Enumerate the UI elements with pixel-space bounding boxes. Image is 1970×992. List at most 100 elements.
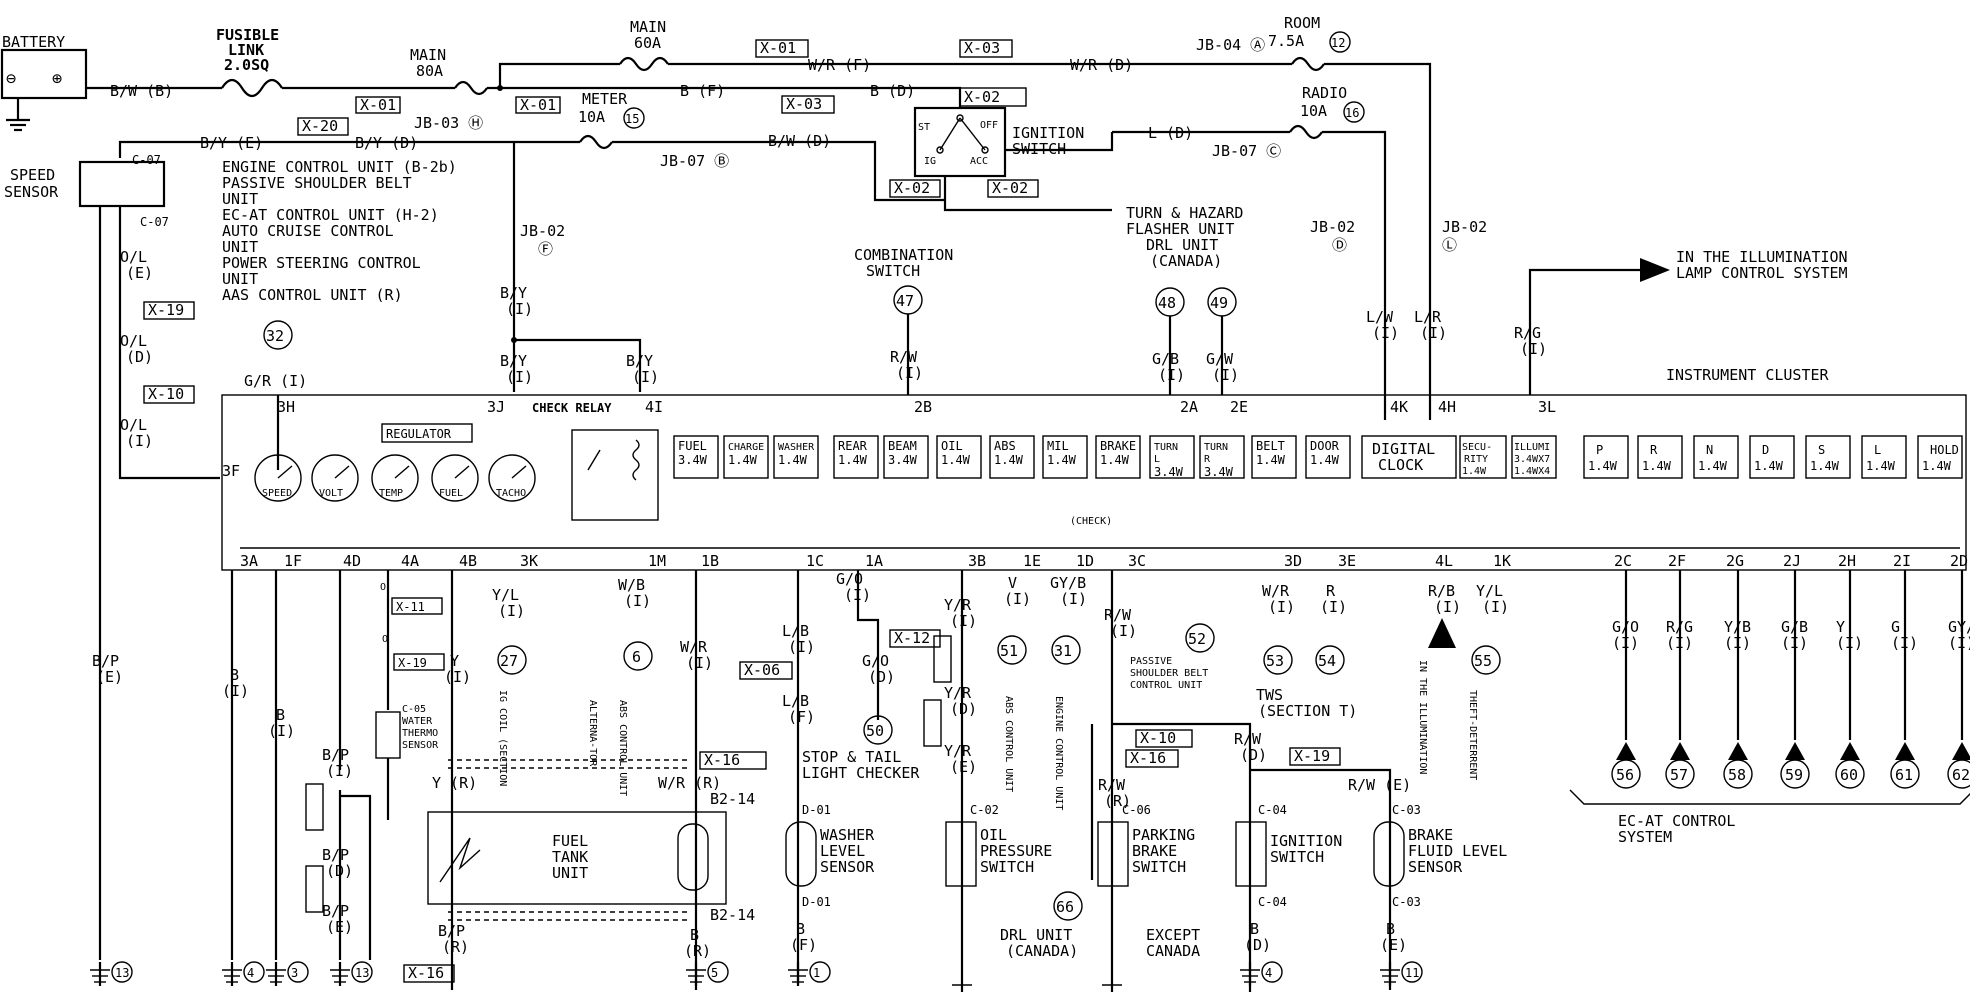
svg-text:C-04: C-04 bbox=[1258, 803, 1287, 817]
lamp-watt: 1.4W bbox=[1310, 453, 1340, 467]
svg-text:TWS(SECTION T): TWS(SECTION T) bbox=[1256, 686, 1357, 720]
lamp-name: BRAKE bbox=[1100, 439, 1136, 453]
lamp-watt: 1.4W bbox=[838, 453, 868, 467]
connector-x01-b: X-01 bbox=[520, 96, 556, 114]
svg-text:C-06: C-06 bbox=[1122, 803, 1151, 817]
svg-text:48: 48 bbox=[1158, 294, 1176, 312]
at-lamp-p: P1.4W bbox=[1583, 435, 1629, 479]
svg-text:X-03: X-03 bbox=[964, 39, 1000, 57]
at-wire-label: G/B(I) bbox=[1781, 618, 1808, 652]
svg-text:X-16: X-16 bbox=[1130, 749, 1166, 767]
svg-text:B2-14: B2-14 bbox=[710, 790, 755, 808]
pin-bottom-2D: 2D bbox=[1950, 552, 1968, 570]
svg-text:C-04: C-04 bbox=[1258, 895, 1287, 909]
svg-text:B(I): B(I) bbox=[268, 706, 295, 740]
svg-text:X-10: X-10 bbox=[148, 385, 184, 403]
pin-bottom-1A: 1A bbox=[865, 552, 883, 570]
instrument-cluster bbox=[221, 394, 1967, 571]
svg-text:ABS CONTROL UNIT: ABS CONTROL UNIT bbox=[617, 700, 628, 796]
svg-text:O: O bbox=[380, 582, 386, 593]
jb07c: JB-07 Ⓒ bbox=[1212, 142, 1281, 160]
pin-bottom-2J: 2J bbox=[1783, 552, 1801, 570]
svg-text:C-03: C-03 bbox=[1392, 895, 1421, 909]
lamp-name: REAR bbox=[838, 439, 868, 453]
gauge-label: SPEED bbox=[262, 488, 292, 499]
lamp-watt: 3.4W bbox=[888, 453, 918, 467]
pin-top-2E: 2E bbox=[1230, 398, 1248, 416]
at-lamp-d: D1.4W bbox=[1749, 435, 1795, 479]
svg-text:THEFT-DETERRENT: THEFT-DETERRENT bbox=[1467, 690, 1478, 780]
pin-top-4H: 4H bbox=[1438, 398, 1456, 416]
svg-text:B(F): B(F) bbox=[790, 920, 817, 954]
svg-text:15: 15 bbox=[625, 112, 639, 126]
pin-bottom-1B: 1B bbox=[701, 552, 719, 570]
at-connector-61: 61 bbox=[1895, 766, 1913, 784]
pin-top-4I: 4I bbox=[645, 398, 663, 416]
svg-text:B(I): B(I) bbox=[222, 666, 249, 700]
svg-text:ALTERNA-TOR: ALTERNA-TOR bbox=[587, 700, 598, 767]
pin-top-3L: 3L bbox=[1538, 398, 1556, 416]
lamp-watt: 1.4W bbox=[994, 453, 1024, 467]
jb07b: JB-07 Ⓑ bbox=[660, 152, 729, 170]
at-lamp-name: R bbox=[1650, 443, 1658, 457]
instrument-cluster-title: INSTRUMENT CLUSTER bbox=[1666, 366, 1830, 384]
lamp-watt: 3.4W bbox=[1154, 465, 1184, 479]
svg-text:R/W(R): R/W(R) bbox=[1098, 776, 1131, 810]
at-lamp-watt: 1.4W bbox=[1642, 459, 1672, 473]
svg-text:IG: IG bbox=[924, 156, 936, 167]
pin-bottom-1K: 1K bbox=[1493, 552, 1511, 570]
at-lamp-watt: 1.4W bbox=[1922, 459, 1952, 473]
lamp-watt: 3.4W bbox=[678, 453, 708, 467]
svg-text:R/W(D): R/W(D) bbox=[1234, 730, 1267, 764]
lamp-watt: 1.4W bbox=[1100, 453, 1130, 467]
svg-text:B/P(R): B/P(R) bbox=[438, 922, 469, 956]
lamp-name: WASHER bbox=[778, 442, 815, 453]
wire-ol-e: O/L(E) bbox=[120, 248, 153, 282]
svg-text:C-07: C-07 bbox=[140, 215, 169, 229]
svg-text:66: 66 bbox=[1056, 898, 1074, 916]
at-lamp-name: L bbox=[1874, 443, 1881, 457]
wire-by-d: B/Y (D) bbox=[355, 134, 418, 152]
svg-text:ACC: ACC bbox=[970, 156, 988, 167]
lamp-name: TURN bbox=[1204, 442, 1228, 453]
pin-bottom-3D: 3D bbox=[1284, 552, 1302, 570]
wire-wr-d: W/R (D) bbox=[1070, 56, 1133, 74]
svg-text:Y (R): Y (R) bbox=[432, 774, 477, 792]
svg-text:OFF: OFF bbox=[980, 120, 998, 131]
pin-top-2B: 2B bbox=[914, 398, 932, 416]
lamp-watt: 1.4W bbox=[941, 453, 971, 467]
svg-text:50: 50 bbox=[866, 722, 884, 740]
svg-text:51: 51 bbox=[1000, 642, 1018, 660]
at-lamp-name: N bbox=[1706, 443, 1713, 457]
svg-text:Y/R(D): Y/R(D) bbox=[944, 684, 977, 718]
pin-bottom-4L: 4L bbox=[1435, 552, 1453, 570]
svg-text:Y/R(I): Y/R(I) bbox=[944, 596, 977, 630]
svg-text:JB-02Ⓛ: JB-02Ⓛ bbox=[1442, 218, 1487, 254]
svg-text:X-19: X-19 bbox=[398, 656, 427, 670]
lamp-name: DOOR bbox=[1310, 439, 1340, 453]
at-wire-label: Y(I) bbox=[1836, 618, 1863, 652]
svg-text:X-03: X-03 bbox=[786, 95, 822, 113]
pin-top-4K: 4K bbox=[1390, 398, 1408, 416]
ground-ref-3: 3 bbox=[291, 966, 298, 980]
svg-text:B/P(D): B/P(D) bbox=[322, 846, 353, 880]
svg-text:G/R (I): G/R (I) bbox=[244, 372, 307, 390]
svg-text:JB-02Ⓕ: JB-02Ⓕ bbox=[520, 222, 565, 258]
svg-text:G/O(I): G/O(I) bbox=[836, 570, 871, 604]
pin-bottom-3A: 3A bbox=[240, 552, 258, 570]
svg-text:ST: ST bbox=[918, 122, 930, 133]
pin-bottom-3K: 3K bbox=[520, 552, 538, 570]
